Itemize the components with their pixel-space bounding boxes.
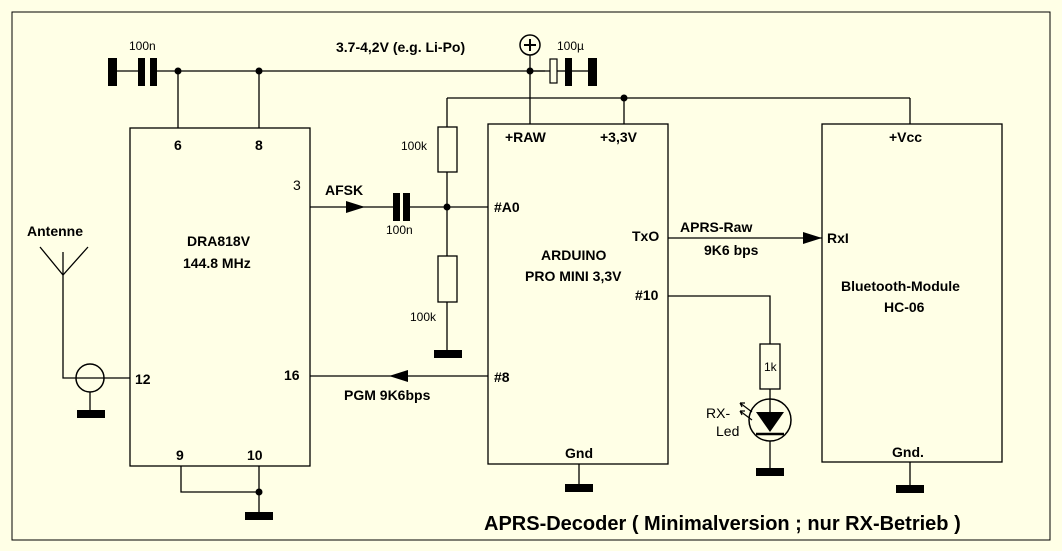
dra-pin16-label: 16 [284,367,300,383]
aprs-raw-label: APRS-Raw [680,219,752,235]
diagram-title: APRS-Decoder ( Minimalversion ; nur RX-B… [484,513,961,535]
drawing-frame [11,11,1051,541]
dra818v-module [129,127,311,467]
capacitor-100n-supply [108,58,157,86]
pgm-arrow [389,370,408,382]
rx-led [739,398,792,442]
dra-name-label: DRA818V [187,233,251,249]
bt-name-label: Bluetooth-Module [841,278,960,294]
arduino-3v3-label: +3,3V [600,129,638,145]
res-bottom-label: 100k [410,310,437,324]
afsk-label: AFSK [325,182,363,198]
ground-symbol [434,350,462,358]
arduino-name-label: ARDUINO [541,247,606,263]
resistor-1k [759,343,781,390]
resistor-100k-bottom [437,255,458,303]
res-top-label: 100k [401,139,428,153]
aprs-baud-label: 9K6 bps [704,242,759,258]
res-led-label: 1k [764,360,778,374]
ground-symbol [896,485,924,493]
cap-supply-label: 100n [129,39,156,53]
bluetooth-module-hc06 [821,123,1003,463]
arduino-pin10-label: #10 [635,287,659,303]
antenna-label: Antenne [27,223,83,239]
arduino-pro-mini [487,123,669,465]
ground-symbol [565,484,593,492]
ground-symbol [245,512,273,520]
cap-afsk-label: 100n [386,223,413,237]
junction-dot [255,67,263,75]
ground-symbol [756,468,784,476]
bt-model-label: HC-06 [884,299,925,315]
afsk-arrow [346,201,365,213]
bt-gnd-label: Gnd. [892,444,924,460]
dra-pin9-label: 9 [176,447,184,463]
junction-dot [174,67,182,75]
dra-freq-label: 144.8 MHz [183,255,251,271]
led-label-line2: Led [716,423,739,439]
antenna-connector [75,363,105,393]
dra-pin10-label: 10 [247,447,263,463]
junction-dots [174,67,628,496]
supply-voltage-label: 3.7-4,2V (e.g. Li-Po) [336,39,465,55]
arduino-txo-label: TxO [632,228,659,244]
arduino-raw-label: +RAW [505,129,547,145]
dra-pin3-label: 3 [293,177,301,193]
bt-rxi-label: RxI [827,230,849,246]
arduino-model-label: PRO MINI 3,3V [525,268,622,284]
led-label-line1: RX- [706,405,730,421]
arduino-gnd-label: Gnd [565,445,593,461]
aprs-arrow [803,232,822,244]
dra-pin12-label: 12 [135,371,151,387]
ground-symbol [77,410,105,418]
ground-symbols [77,350,924,520]
arduino-pin8-label: #8 [494,369,510,385]
junction-dot [620,94,628,102]
capacitor-100u-elko [530,58,597,86]
junction-dot [443,203,451,211]
dra-pin6-label: 6 [174,137,182,153]
bt-vcc-label: +Vcc [889,129,922,145]
pgm-label: PGM 9K6bps [344,387,431,403]
cap-elko-label: 100µ [557,39,584,53]
junction-dot [255,488,263,496]
arduino-a0-label: #A0 [494,199,520,215]
capacitor-100n-afsk [393,193,410,221]
dra-pin8-label: 8 [255,137,263,153]
resistor-100k-top [437,126,458,173]
plus-terminal-symbol [519,34,541,56]
